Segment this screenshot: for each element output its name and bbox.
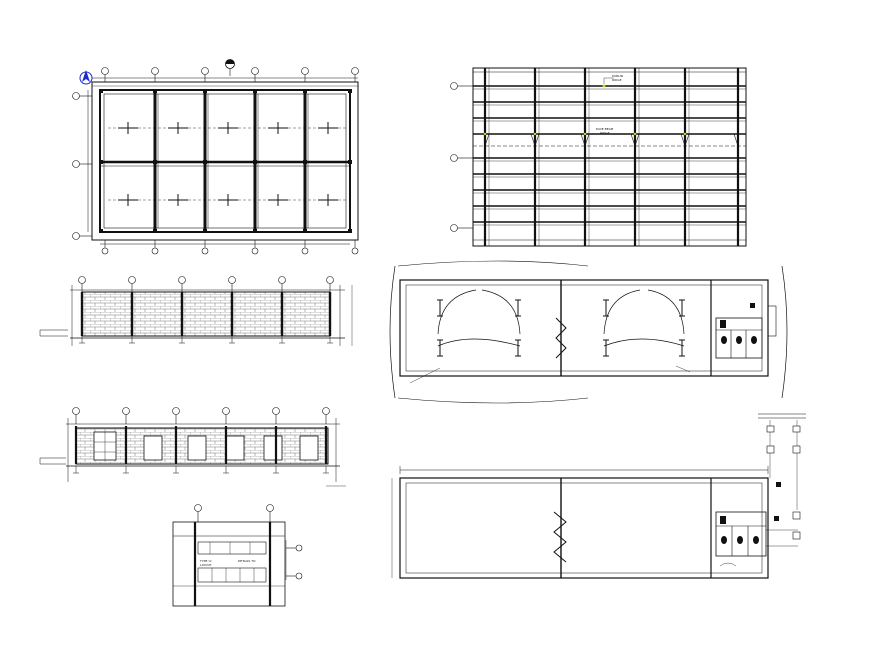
grid-bubble-icon [101,67,109,82]
grid-bubble-icon [201,240,209,255]
grid-bubble-icon [151,67,159,82]
brick-elevation-1 [39,285,353,346]
elevation-2-grid-bubbles [72,407,330,424]
grid-bubble-icon [78,276,86,292]
roof-label-purlin: PURLIN [612,74,623,78]
grid-bubble-icon [286,572,303,580]
section-detail [172,521,287,607]
grid-bubble-icon [272,407,280,424]
section-label-type: TYPE 'A' [199,559,212,563]
roof-plan [389,260,788,404]
grid-bubble-icon [72,407,80,424]
section-label-layout: LAYOUT [200,563,212,567]
roof-framing-plan [472,67,747,247]
grid-bubble-icon [194,504,202,522]
grid-bubble-icon [151,240,159,255]
grid-bubble-icon [72,92,92,100]
grid-bubble-icon [251,240,259,255]
grid-bubble-icon [222,407,230,424]
grid-bubble-icon [326,276,334,292]
roof-label-eave: EAVE BEAM [596,127,614,131]
grid-bubble-icon [72,160,92,168]
roof-label-ridge-2: RIDGE [600,131,610,135]
grid-bubble-icon [172,407,180,424]
grid-bubble-icon [122,407,130,424]
section-label-details: DETAILS TO [238,559,256,563]
foundation-plan-grid-bubbles [72,67,359,255]
grid-bubble-icon [228,276,236,292]
foundation-plan-tbars [118,122,338,206]
grid-bubble-icon [266,504,274,522]
grid-bubble-icon [322,407,330,424]
grid-bubble-icon [178,276,186,292]
brick-elevation-2 [39,418,346,487]
grid-bubble-icon [301,67,309,82]
floor-plan [391,413,806,579]
foundation-plan [87,77,359,245]
grid-bubble-icon [201,67,209,82]
grid-bubble-icon [286,544,303,552]
grid-bubble-icon [450,82,473,90]
north-arrow-icon [79,70,93,85]
elevation-1-grid-bubbles [78,276,334,292]
section-marker-icon [225,59,235,76]
grid-bubble-icon [278,276,286,292]
roof-plan-fixtures [720,303,757,344]
grid-bubble-icon [450,154,473,162]
roof-accent-points [483,84,687,136]
grid-bubble-icon [72,232,92,240]
roof-label-ridge: RIDGE [612,78,622,82]
grid-bubble-icon [251,67,259,82]
grid-bubble-icon [101,240,109,255]
floor-plan-markers [766,425,801,540]
grid-bubble-icon [351,67,359,82]
foundation-plan-columns [99,89,352,233]
roof-grid-bubbles [450,82,473,232]
grid-bubble-icon [351,240,359,255]
floor-plan-fixtures [720,482,781,544]
grid-bubble-icon [450,224,473,232]
grid-bubble-icon [128,276,136,292]
section-detail-grid-bubbles [194,504,303,580]
grid-bubble-icon [301,240,309,255]
